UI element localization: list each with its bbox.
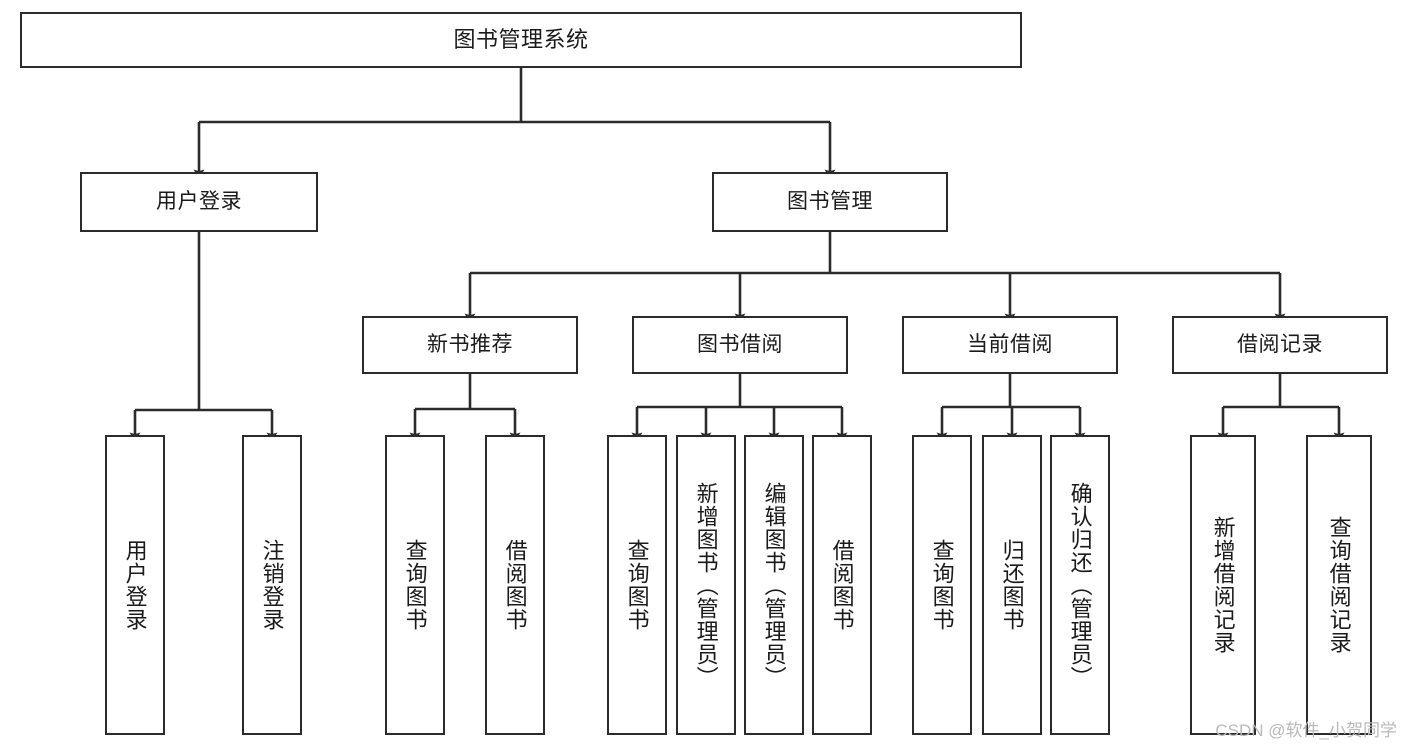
leaf-return-book[interactable]: 归还图书 [982,435,1042,735]
node-label: 编辑图书（管理员） [761,481,787,689]
node-label: 图书管理系统 [453,27,589,53]
csdn-watermark: CSDN @软件_小贺同学 [1215,721,1397,740]
node-root[interactable]: 图书管理系统 [20,12,1022,68]
node-user-login[interactable]: 用户登录 [80,172,318,232]
leaf-add-borrow-record[interactable]: 新增借阅记录 [1190,435,1256,735]
node-borrow-records[interactable]: 借阅记录 [1172,316,1388,374]
leaf-user-login[interactable]: 用户登录 [105,435,165,735]
leaf-logout[interactable]: 注销登录 [242,435,302,735]
node-book-management[interactable]: 图书管理 [712,172,948,232]
node-label: 用户登录 [156,189,242,213]
node-label: 查询图书 [402,539,428,631]
leaf-query-borrow-record[interactable]: 查询借阅记录 [1306,435,1372,735]
node-label: 新增借阅记录 [1210,516,1236,654]
node-label: 新增图书（管理员） [693,481,719,689]
leaf-confirm-return-admin[interactable]: 确认归还（管理员） [1050,435,1110,735]
leaf-query-book-borrow[interactable]: 查询图书 [607,435,667,735]
leaf-borrow-book[interactable]: 借阅图书 [812,435,872,735]
node-label: 归还图书 [999,539,1025,631]
leaf-edit-book-admin[interactable]: 编辑图书（管理员） [744,435,804,735]
node-label: 借阅图书 [829,539,855,631]
node-label: 确认归还（管理员） [1067,481,1093,689]
leaf-add-book-admin[interactable]: 新增图书（管理员） [676,435,736,735]
leaf-borrow-book-recommend[interactable]: 借阅图书 [485,435,545,735]
node-label: 当前借阅 [967,332,1053,356]
node-label: 新书推荐 [427,332,513,356]
node-label: 查询借阅记录 [1326,516,1352,654]
leaf-query-book-current[interactable]: 查询图书 [912,435,972,735]
node-current-borrow[interactable]: 当前借阅 [902,316,1118,374]
node-label: 借阅记录 [1237,332,1323,356]
node-label: 图书管理 [787,189,873,213]
node-label: 查询图书 [624,539,650,631]
node-label: 图书借阅 [697,332,783,356]
node-label: 查询图书 [929,539,955,631]
node-label: 注销登录 [259,539,285,631]
node-label: 用户登录 [122,539,148,631]
node-new-book-recommend[interactable]: 新书推荐 [362,316,578,374]
node-book-borrow[interactable]: 图书借阅 [632,316,848,374]
leaf-query-book-recommend[interactable]: 查询图书 [385,435,445,735]
node-label: 借阅图书 [502,539,528,631]
